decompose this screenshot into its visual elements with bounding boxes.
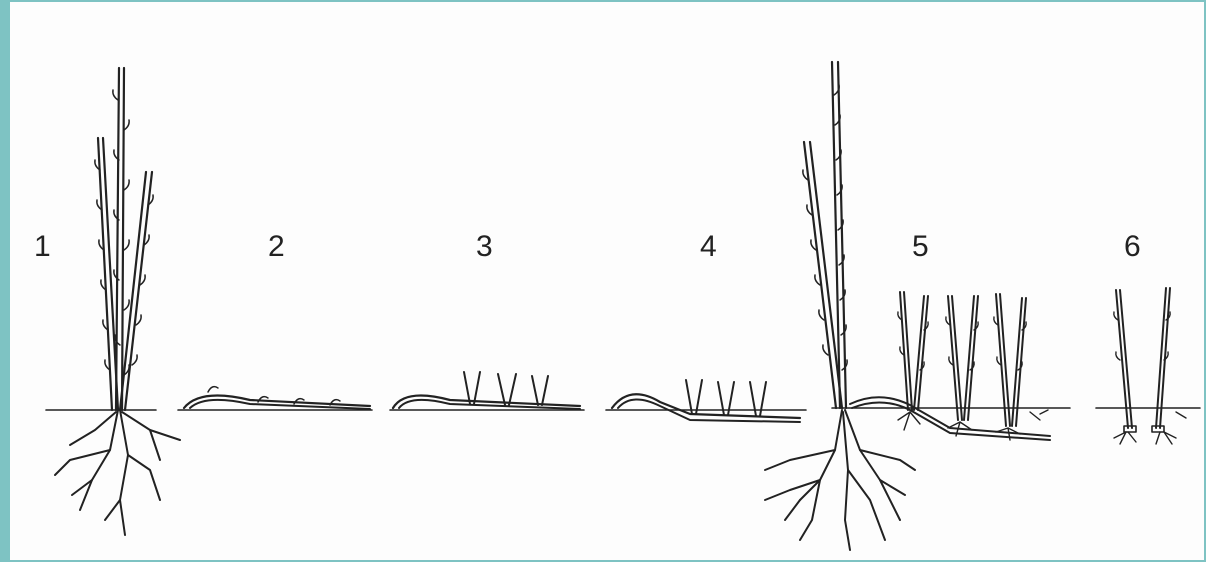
stage-5-rooted-plants [765,62,1070,550]
stage-5-young-buds [898,312,1026,370]
stage-1-mother-plant [46,68,180,535]
stage-1-canes [98,68,152,410]
stage-4-buried-cane [606,380,806,422]
stage-5-young-plants [900,292,1026,426]
stage-6-separated-plants [1096,288,1200,444]
stage-2-layered-cane [178,387,372,410]
stage-5-mother-canes [804,62,846,408]
stage-3-shoots [390,372,584,410]
stage-5-mother-roots [765,410,915,550]
stage-1-roots [55,410,180,535]
